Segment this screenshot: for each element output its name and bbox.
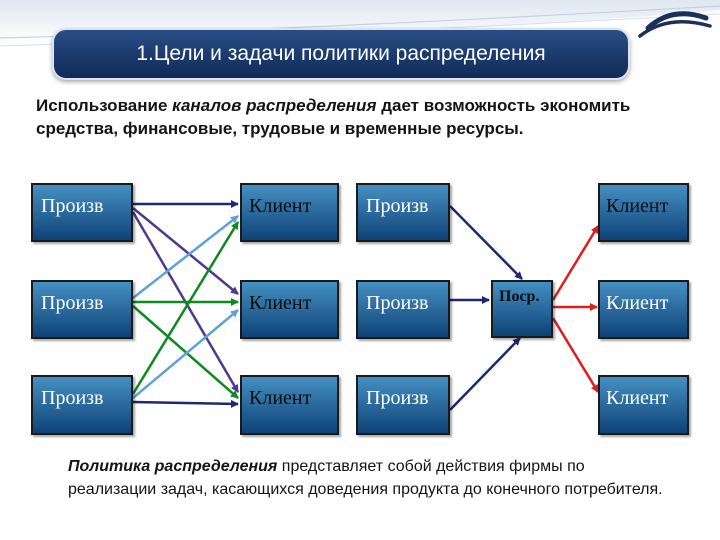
client-box-1: Клиент — [240, 183, 339, 242]
footer-text: Политика распределения представляет собо… — [68, 455, 668, 501]
client-box-right-3: Клиент — [598, 375, 689, 435]
intro-rest: дает возможность экономить средства, фин… — [36, 96, 631, 138]
producer-box-right-2: Произв — [356, 280, 450, 339]
client-box-right-2: Клиент — [598, 280, 689, 339]
intro-lead: Использование — [36, 96, 173, 115]
client-box-3: Клиент — [240, 375, 339, 435]
arrow-intermediary-rc3 — [551, 317, 600, 393]
client-box-right-1: Клиент — [598, 183, 689, 242]
footer-emphasis: Политика распределения — [68, 458, 278, 475]
producer-box-right-1: Произв — [356, 183, 450, 242]
producer-box-right-3: Произв — [356, 375, 450, 435]
intro-emphasis: каналов распределения — [172, 96, 377, 115]
arrow-p1-c2 — [132, 207, 239, 295]
intermediary-box: Поср. — [491, 280, 553, 338]
arrow-rp1-intermediary — [449, 205, 523, 280]
arrow-p3-c2 — [132, 309, 239, 399]
producer-box-1: Произв — [31, 183, 133, 242]
arrow-p3-c3 — [132, 399, 239, 408]
intro-text: Использование каналов распределения дает… — [36, 94, 676, 140]
arrow-p2-c3 — [132, 305, 239, 399]
producer-box-2: Произв — [31, 280, 133, 339]
producer-box-3: Произв — [31, 375, 133, 435]
arrow-p3-c1 — [131, 221, 240, 395]
client-box-2: Клиент — [240, 280, 339, 339]
arrow-rp3-intermediary — [449, 337, 521, 411]
slide-title: 1.Цели и задачи политики распределения — [52, 28, 630, 80]
arrow-p2-c1 — [132, 215, 239, 299]
arrow-intermediary-rc1 — [551, 225, 600, 301]
footer-rest: представляет собой действия фирмы по реа… — [68, 458, 663, 498]
